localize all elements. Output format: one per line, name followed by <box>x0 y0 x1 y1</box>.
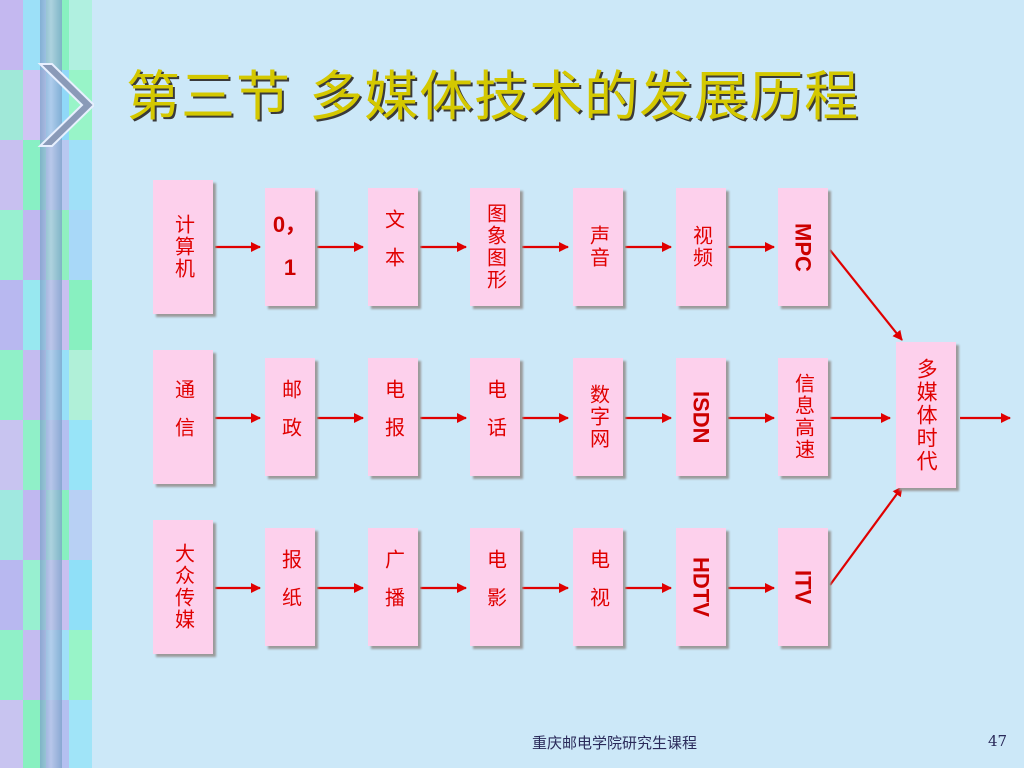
node-isdn: ISDN <box>676 358 726 476</box>
node-info-highway: 信息高速 <box>778 358 828 476</box>
node-hdtv: HDTV <box>676 528 726 646</box>
node-label: HDTV <box>688 557 714 617</box>
node-label: 声音 <box>586 225 611 269</box>
node-newspaper: 报纸 <box>265 528 315 646</box>
node-label: 大众传媒 <box>171 543 196 631</box>
node-film: 电影 <box>470 528 520 646</box>
node-label: 0， 1 <box>273 211 307 282</box>
node-label: 信息高速 <box>791 373 816 461</box>
node-zero-one: 0， 1 <box>265 188 315 306</box>
node-label: 文本 <box>381 209 406 285</box>
node-label: 图象图形 <box>483 203 508 291</box>
sidebar-bar <box>40 0 62 768</box>
node-mpc: MPC <box>778 188 828 306</box>
node-sound: 声音 <box>573 188 623 306</box>
node-label: MPC <box>790 222 816 272</box>
node-video: 视频 <box>676 188 726 306</box>
arrow <box>829 249 903 341</box>
node-digital-network: 数字网 <box>573 358 623 476</box>
node-label: 广播 <box>381 549 406 625</box>
decorative-sidebar <box>0 0 92 768</box>
node-label: 视频 <box>689 225 714 269</box>
node-telegraph: 电报 <box>368 358 418 476</box>
node-label: 计算机 <box>171 214 196 280</box>
node-label: 多媒体时代 <box>914 357 939 473</box>
node-television: 电视 <box>573 528 623 646</box>
node-label: 电视 <box>586 549 611 625</box>
node-itv: ITV <box>778 528 828 646</box>
chevron-right-icon <box>37 63 94 147</box>
page-number: 47 <box>988 732 1008 750</box>
node-label: ISDN <box>688 390 714 444</box>
arrow <box>829 486 903 586</box>
node-label: ITV <box>790 569 816 605</box>
node-telephone: 电话 <box>470 358 520 476</box>
node-label: 邮政 <box>278 379 303 455</box>
node-multimedia-era: 多媒体时代 <box>896 342 956 488</box>
node-text: 文本 <box>368 188 418 306</box>
node-postal: 邮政 <box>265 358 315 476</box>
node-broadcast: 广播 <box>368 528 418 646</box>
node-computer: 计算机 <box>153 180 213 314</box>
node-label: 电话 <box>483 379 508 455</box>
slide-title: 第三节 多媒体技术的发展历程 <box>126 65 860 128</box>
zero-one-top: 0， <box>272 212 308 238</box>
node-image-graphics: 图象图形 <box>470 188 520 306</box>
node-mass-media: 大众传媒 <box>153 520 213 654</box>
footer-text: 重庆邮电学院研究生课程 <box>532 734 698 752</box>
node-label: 电影 <box>483 549 508 625</box>
node-communication: 通信 <box>153 350 213 484</box>
node-label: 数字网 <box>586 384 611 450</box>
node-label: 电报 <box>381 379 406 455</box>
zero-one-bottom: 1 <box>283 255 297 280</box>
node-label: 通信 <box>171 379 196 455</box>
node-label: 报纸 <box>278 549 303 625</box>
